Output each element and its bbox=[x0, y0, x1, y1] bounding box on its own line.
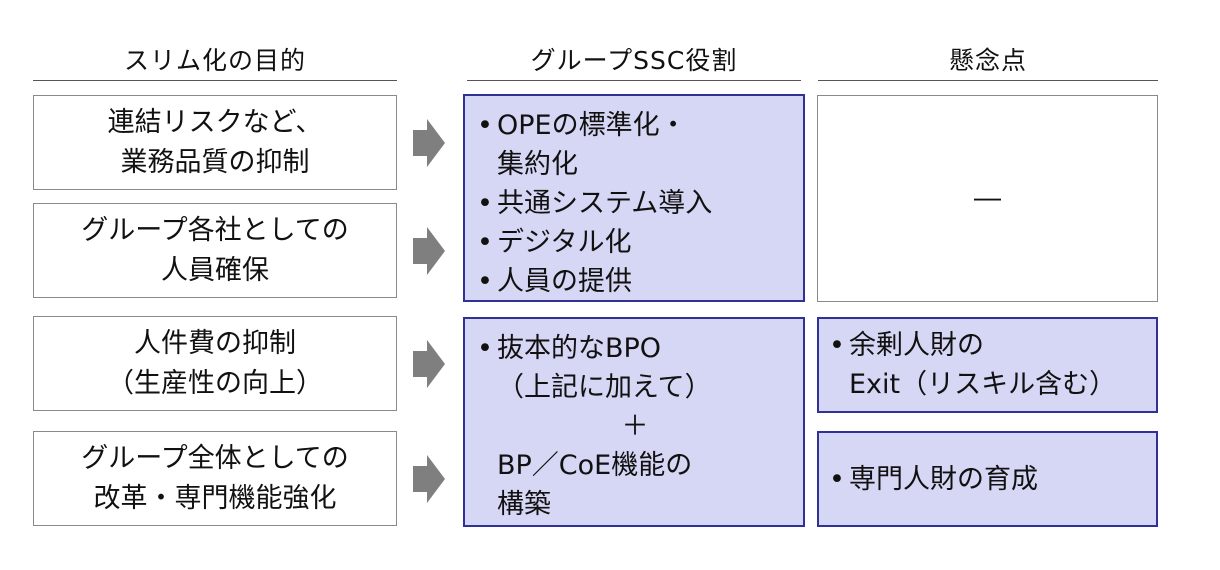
objective-box-3: 人件費の抑制 （生産性の向上） bbox=[33, 316, 397, 411]
bullet-icon: • bbox=[477, 188, 493, 219]
right-arrow-icon bbox=[413, 227, 445, 275]
role-item-continuation: 構築 bbox=[497, 489, 551, 520]
role-item-text: BP／CoE機能の bbox=[497, 450, 693, 481]
right-arrow-icon bbox=[413, 119, 445, 167]
concern-box-surplus: • 余剰人財の Exit（リスキル含む） bbox=[817, 317, 1158, 413]
concern-box-specialist: • 専門人財の育成 bbox=[817, 431, 1158, 527]
role-item-text: 人員の提供 bbox=[497, 266, 632, 297]
concern-box-none: ― bbox=[817, 95, 1158, 302]
role-box-lower: • 抜本的なBPO （上記に加えて） ＋ BP／CoE機能の 構築 bbox=[463, 317, 805, 527]
concern-item: • 専門人財の育成 bbox=[829, 460, 1156, 499]
header-objective: スリム化の目的 bbox=[33, 38, 397, 81]
concern-item-text: 余剰人財の bbox=[849, 330, 984, 361]
role-item: • 人員の提供 bbox=[477, 262, 793, 301]
bullet-icon: • bbox=[477, 227, 493, 258]
concern-item-continuation: Exit（リスキル含む） bbox=[849, 369, 1117, 400]
bullet-icon: • bbox=[477, 110, 493, 141]
bullet-icon: • bbox=[829, 463, 845, 495]
bullet-icon: • bbox=[829, 330, 845, 361]
role-item-continuation: （上記に加えて） bbox=[497, 372, 712, 403]
concern-item-text: 専門人財の育成 bbox=[849, 463, 1038, 495]
bullet-icon: • bbox=[477, 333, 493, 364]
role-item-text: 共通システム導入 bbox=[497, 188, 713, 219]
role-box-upper: • OPEの標準化・ 集約化 • 共通システム導入 • デジタル化 • 人員の提… bbox=[463, 94, 805, 302]
role-item-text: デジタル化 bbox=[497, 227, 632, 258]
objective-box-1: 連結リスクなど、 業務品質の抑制 bbox=[33, 95, 397, 190]
role-item: • 共通システム導入 bbox=[477, 184, 793, 223]
concern-item: • 余剰人財の bbox=[829, 326, 1156, 365]
role-item-text: OPEの標準化・ bbox=[497, 110, 687, 141]
objective-box-4: グループ全体としての 改革・専門機能強化 bbox=[33, 431, 397, 526]
role-item: • 抜本的なBPO bbox=[477, 329, 793, 368]
role-item-continuation: 集約化 bbox=[497, 149, 578, 180]
objective-box-2: グループ各社としての 人員確保 bbox=[33, 203, 397, 298]
header-concern: 懸念点 bbox=[818, 38, 1158, 81]
header-role: グループSSC役割 bbox=[467, 38, 801, 81]
role-item: • デジタル化 bbox=[477, 223, 793, 262]
right-arrow-icon bbox=[413, 455, 445, 503]
bullet-icon: • bbox=[477, 266, 493, 297]
role-item-text: 抜本的なBPO bbox=[497, 333, 662, 364]
role-item: • OPEの標準化・ bbox=[477, 106, 793, 145]
right-arrow-icon bbox=[413, 340, 445, 388]
plus-sign: ＋ bbox=[621, 411, 649, 442]
